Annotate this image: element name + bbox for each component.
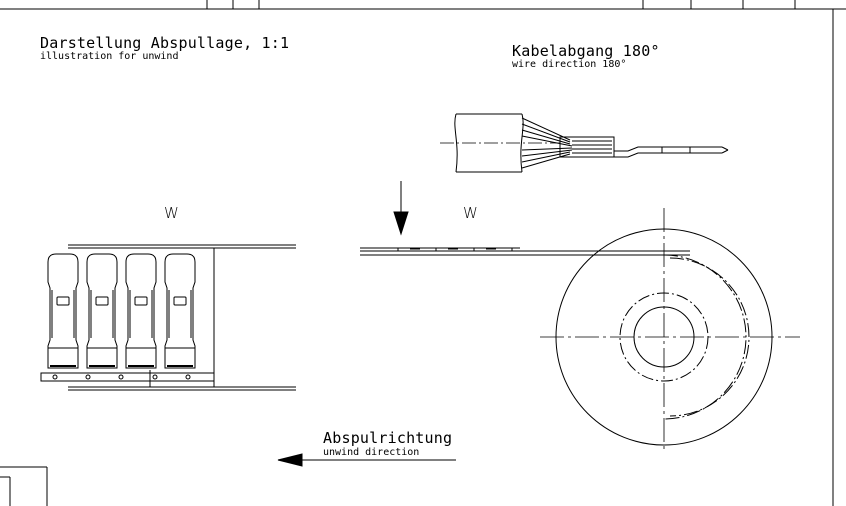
wire-direction-subtitle: wire direction 180° xyxy=(512,59,627,70)
terminal-strip-view xyxy=(40,244,296,391)
view-label-w-left: W xyxy=(164,204,179,222)
strip-to-reel xyxy=(360,247,690,256)
view-label-w-middle: W xyxy=(463,204,478,222)
reel xyxy=(540,208,800,452)
unwind-direction-label: Abspulrichtung xyxy=(323,429,453,447)
unwind-subtitle: illustration for unwind xyxy=(40,51,179,62)
unwind-title: Darstellung Abspullage, 1:1 xyxy=(40,34,290,52)
wire-direction-title: Kabelabgang 180° xyxy=(512,42,660,60)
cable-detail xyxy=(440,113,729,173)
unwind-direction-sublabel: unwind direction xyxy=(323,447,420,458)
unwind-direction-arrow xyxy=(277,453,456,467)
down-arrow-icon xyxy=(393,181,409,236)
bottom-left-frame xyxy=(0,466,48,506)
